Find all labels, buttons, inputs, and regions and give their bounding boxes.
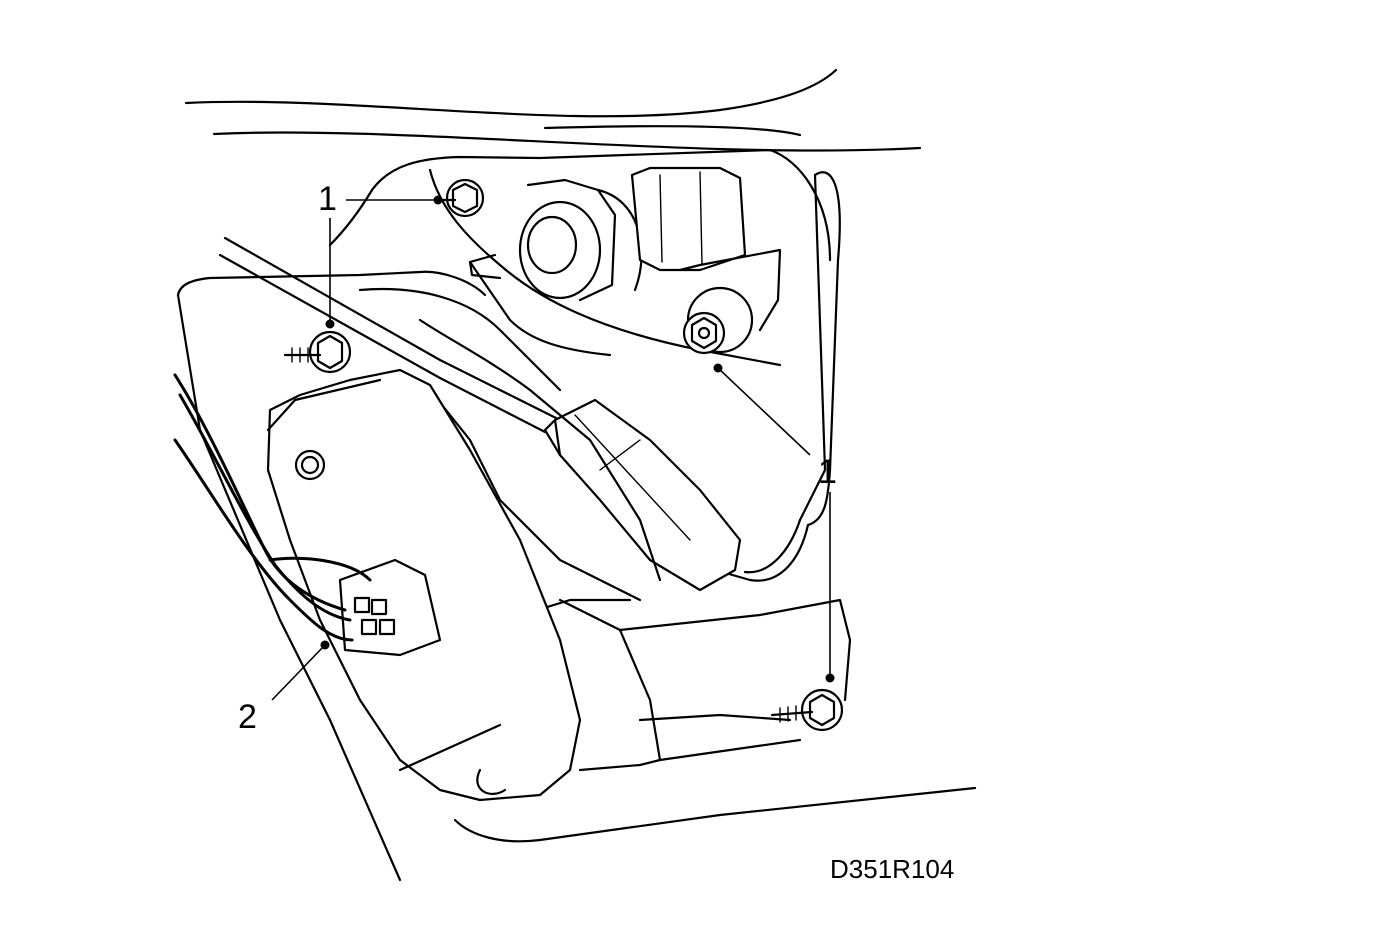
callout-2: 2 <box>238 698 257 736</box>
nut-left <box>283 330 352 374</box>
lamp-body <box>176 270 662 882</box>
lower-connector <box>338 558 442 657</box>
callout-1-top: 1 <box>318 180 337 218</box>
wire-harness <box>218 171 841 582</box>
callout-1-right: 1 <box>818 453 837 491</box>
figure-code: D351R104 <box>830 854 955 884</box>
middle-connector <box>543 398 742 592</box>
lamp-housing-upper <box>328 148 832 367</box>
nut-top-left <box>436 178 485 218</box>
leader-lines <box>271 195 835 701</box>
lower-housing <box>453 598 977 843</box>
bulb-socket <box>468 178 643 302</box>
nut-center-right <box>682 311 726 355</box>
body-panel-top <box>184 68 922 152</box>
nut-bottom-right <box>770 688 844 732</box>
loose-wires <box>173 373 372 642</box>
